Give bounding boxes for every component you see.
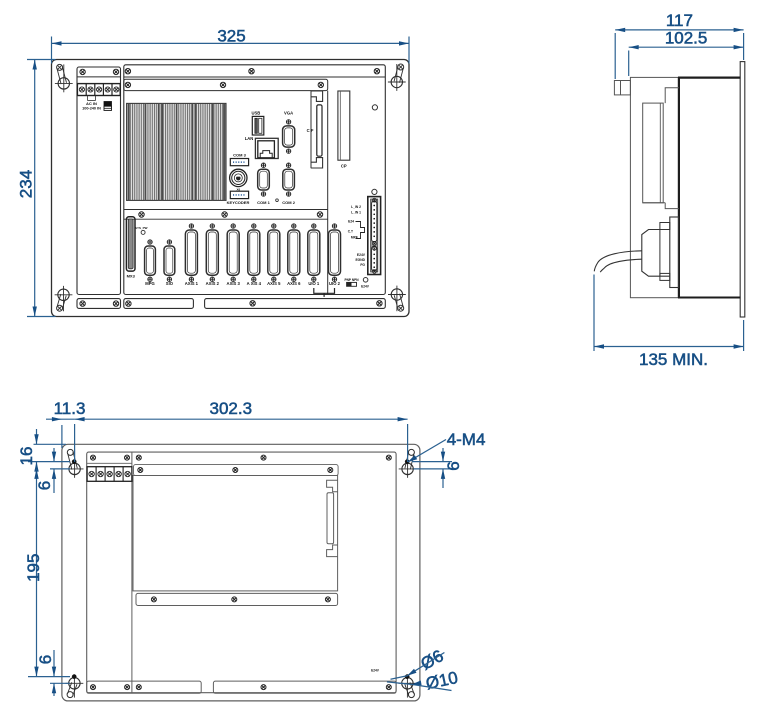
svg-text:AXIS 2: AXIS 2 [206, 281, 220, 286]
svg-text:USB: USB [251, 110, 260, 115]
svg-text:UIO 1: UIO 1 [308, 281, 320, 286]
svg-text:SYS_PW: SYS_PW [135, 226, 148, 230]
svg-text:AXIS 5: AXIS 5 [267, 281, 281, 286]
svg-text:6: 6 [35, 481, 54, 490]
svg-text:CP: CP [341, 163, 347, 168]
svg-text:302.3: 302.3 [210, 399, 253, 418]
svg-text:UIO 2: UIO 2 [329, 281, 341, 286]
svg-text:E24V: E24V [361, 284, 370, 288]
svg-text:6: 6 [36, 655, 55, 664]
svg-text:LAN: LAN [245, 136, 254, 141]
svg-text:A XIS 4: A XIS 4 [247, 281, 262, 286]
svg-text:X6: X6 [236, 188, 240, 192]
svg-text:VGA: VGA [284, 110, 293, 115]
svg-text:PNP NPN: PNP NPN [344, 278, 359, 282]
svg-text:100-240 IN: 100-240 IN [82, 107, 101, 111]
svg-text:COM 1: COM 1 [257, 200, 270, 205]
svg-text:4-M4: 4-M4 [447, 430, 486, 449]
svg-text:KEYCODER: KEYCODER [227, 200, 250, 205]
svg-text:SIO: SIO [166, 281, 174, 286]
svg-text:325: 325 [217, 27, 245, 46]
svg-text:FG: FG [360, 263, 365, 267]
svg-text:MPE: MPE [351, 235, 359, 239]
svg-text:MPG: MPG [145, 281, 155, 286]
svg-text:AC IN: AC IN [86, 101, 97, 106]
svg-text:E24V: E24V [371, 669, 380, 673]
svg-text:EGND: EGND [355, 258, 365, 262]
svg-text:E24: E24 [348, 220, 354, 224]
svg-text:11.3: 11.3 [54, 399, 86, 418]
svg-text:COM 2: COM 2 [282, 200, 295, 205]
svg-text:135 MIN.: 135 MIN. [639, 350, 708, 369]
svg-text:C.T: C.T [348, 230, 353, 234]
svg-text:234: 234 [16, 170, 35, 198]
svg-text:6: 6 [444, 461, 463, 470]
svg-text:COM 3: COM 3 [233, 153, 246, 158]
svg-text:E24V: E24V [357, 253, 366, 257]
svg-text:195: 195 [24, 554, 43, 582]
svg-text:AXIS 6: AXIS 6 [287, 281, 301, 286]
svg-text:L_IN 1: L_IN 1 [351, 211, 361, 215]
svg-text:L_IN 2: L_IN 2 [351, 205, 361, 209]
svg-text:117: 117 [666, 11, 693, 30]
svg-text:AXIS 3: AXIS 3 [227, 281, 241, 286]
svg-text:MX3: MX3 [127, 274, 136, 279]
svg-text:C F: C F [307, 128, 314, 133]
svg-text:AXIS 1: AXIS 1 [185, 281, 199, 286]
svg-text:102.5: 102.5 [665, 29, 708, 48]
svg-text:16: 16 [17, 447, 36, 466]
